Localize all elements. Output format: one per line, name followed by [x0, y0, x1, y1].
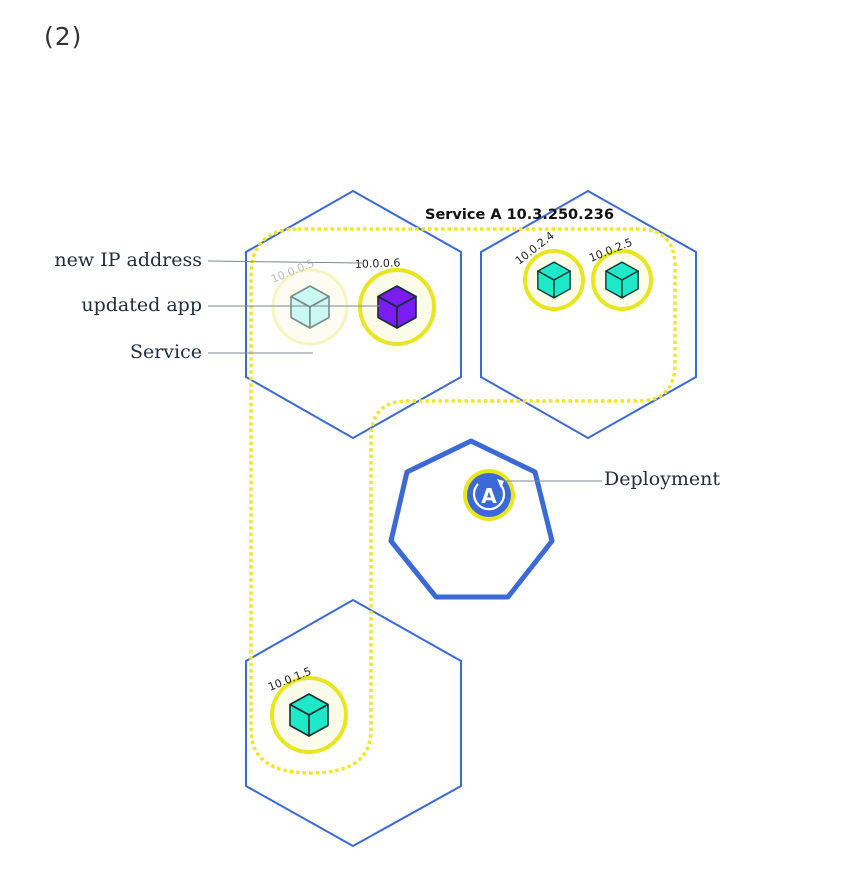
deployment-icon[interactable]: A [463, 469, 515, 521]
callout-deployment: Deployment [604, 468, 720, 490]
callout-new-ip-address: new IP address [54, 249, 202, 271]
callout-service: Service [130, 341, 202, 363]
node-2 [480, 189, 697, 440]
updated-pod[interactable] [358, 268, 436, 346]
old-pod [271, 268, 349, 346]
updated-pod-ip: 10.0.0.6 [355, 256, 401, 271]
pod-10-0-1-5[interactable] [270, 676, 348, 754]
callout-updated-app: updated app [81, 294, 202, 316]
deployment-heptagon [388, 438, 555, 600]
node-3 [245, 598, 462, 848]
pod-10-0-2-5[interactable] [591, 249, 653, 311]
deployment-rotate-icon [472, 483, 506, 511]
step-number: (2) [44, 22, 83, 51]
node-1 [245, 189, 462, 440]
deployment-letter: A [481, 484, 497, 508]
pod-10-0-2-4[interactable] [523, 249, 585, 311]
service-title: Service A 10.3.250.236 [425, 207, 614, 223]
leader-new-ip [207, 260, 363, 264]
service-boundary [249, 227, 677, 775]
